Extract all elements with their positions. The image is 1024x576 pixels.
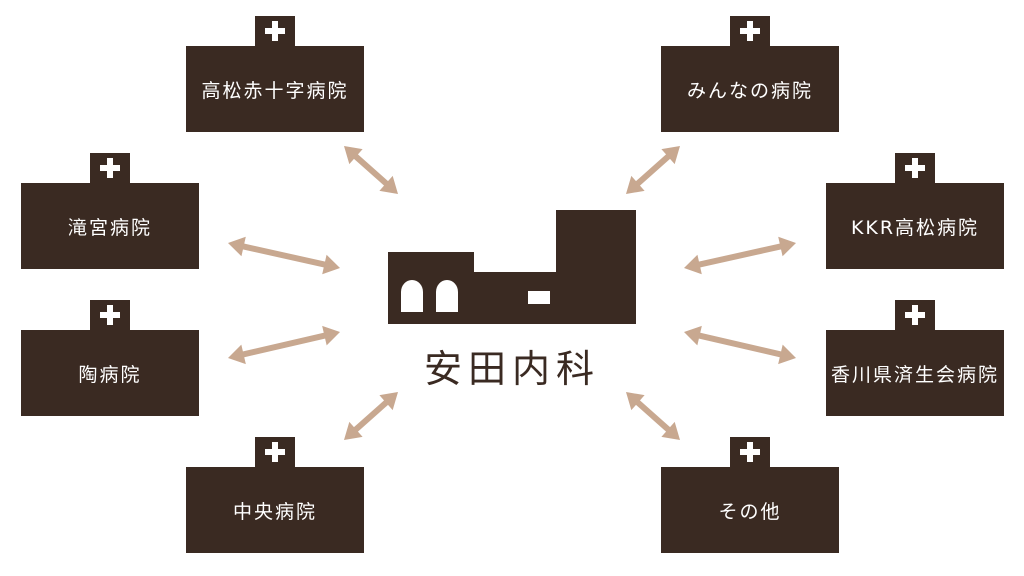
medical-cross-icon [740, 442, 760, 462]
hospital-body: 陶病院 [21, 330, 199, 416]
hospital-body: 香川県済生会病院 [826, 330, 1004, 416]
arrow-shaft [695, 242, 785, 269]
medical-cross-icon [265, 21, 285, 41]
clinic-window-small [528, 291, 550, 304]
clinic-building-shape [388, 210, 636, 324]
hospital-tab [255, 437, 295, 467]
arrow-sue [228, 325, 340, 365]
arrow-head-start [661, 146, 680, 165]
arrow-head-start [344, 146, 363, 165]
arrow-shaft [239, 242, 329, 269]
hospital-body: その他 [661, 467, 839, 553]
medical-cross-icon [740, 21, 760, 41]
arrow-head-end [379, 175, 398, 194]
hospital-other[interactable]: その他 [661, 437, 839, 553]
arrow-head-end [322, 254, 340, 275]
arrow-head-start [778, 236, 796, 257]
arrow-head-end [626, 392, 645, 411]
medical-cross-icon [100, 305, 120, 325]
arrow-head-start [228, 344, 246, 365]
hospital-tab [255, 16, 295, 46]
hospital-tab [895, 300, 935, 330]
arrow-other [626, 392, 680, 440]
hospital-label: みんなの病院 [686, 79, 813, 102]
arrow-head-start [344, 421, 363, 440]
arrow-kkr-takamatsu [684, 236, 796, 275]
hospital-body: みんなの病院 [661, 46, 839, 132]
hospital-body: KKR高松病院 [826, 183, 1004, 269]
arrow-shaft [633, 152, 673, 188]
medical-cross-icon [905, 305, 925, 325]
medical-cross-icon [905, 158, 925, 178]
arrow-head-end [684, 325, 702, 346]
clinic-windows [401, 280, 550, 312]
hospital-chuo[interactable]: 中央病院 [186, 437, 364, 553]
clinic-name: 安田内科 [423, 347, 600, 391]
arrow-shaft [633, 398, 673, 434]
hospital-body: 滝宮病院 [21, 183, 199, 269]
hospital-tab [90, 153, 130, 183]
clinic-window-left [401, 280, 423, 312]
arrow-shaft [695, 331, 785, 359]
arrow-takamatsu-red-cross [344, 146, 398, 194]
arrow-head-end [626, 175, 645, 194]
hospital-takinomiya[interactable]: 滝宮病院 [21, 153, 199, 269]
hospital-takamatsu-red-cross[interactable]: 高松赤十字病院 [186, 16, 364, 132]
hospital-sue[interactable]: 陶病院 [21, 300, 199, 416]
hospital-body: 高松赤十字病院 [186, 46, 364, 132]
hospital-label: 滝宮病院 [67, 216, 152, 239]
arrow-minna [626, 146, 680, 194]
clinic-window-right [436, 280, 458, 312]
medical-cross-icon [265, 442, 285, 462]
hospital-tab [90, 300, 130, 330]
hospital-label: 香川県済生会病院 [830, 363, 999, 386]
hospital-label: 中央病院 [232, 500, 317, 523]
arrow-takinomiya [228, 236, 340, 275]
hospital-kkr-takamatsu[interactable]: KKR高松病院 [826, 153, 1004, 269]
arrow-head-end [684, 254, 702, 275]
medical-cross-icon [100, 158, 120, 178]
arrow-chuo [344, 392, 398, 440]
arrow-head-start [778, 344, 796, 365]
hospital-tab [895, 153, 935, 183]
arrow-shaft [351, 398, 391, 434]
hospital-kagawa-saiseikai[interactable]: 香川県済生会病院 [826, 300, 1004, 416]
arrow-head-start [661, 421, 680, 440]
hospital-label: KKR高松病院 [850, 216, 980, 239]
arrow-shaft [351, 152, 391, 188]
arrow-kagawa-saiseikai [684, 325, 796, 365]
hospital-minna[interactable]: みんなの病院 [661, 16, 839, 132]
hospital-tab [730, 16, 770, 46]
hospital-label: その他 [718, 500, 782, 523]
hospital-label: 陶病院 [78, 363, 142, 386]
arrow-shaft [239, 331, 329, 359]
arrow-head-end [322, 325, 340, 346]
arrow-head-start [228, 236, 246, 257]
hospital-label: 高松赤十字病院 [201, 79, 349, 102]
arrow-head-end [379, 392, 398, 411]
hospital-body: 中央病院 [186, 467, 364, 553]
hospital-tab [730, 437, 770, 467]
